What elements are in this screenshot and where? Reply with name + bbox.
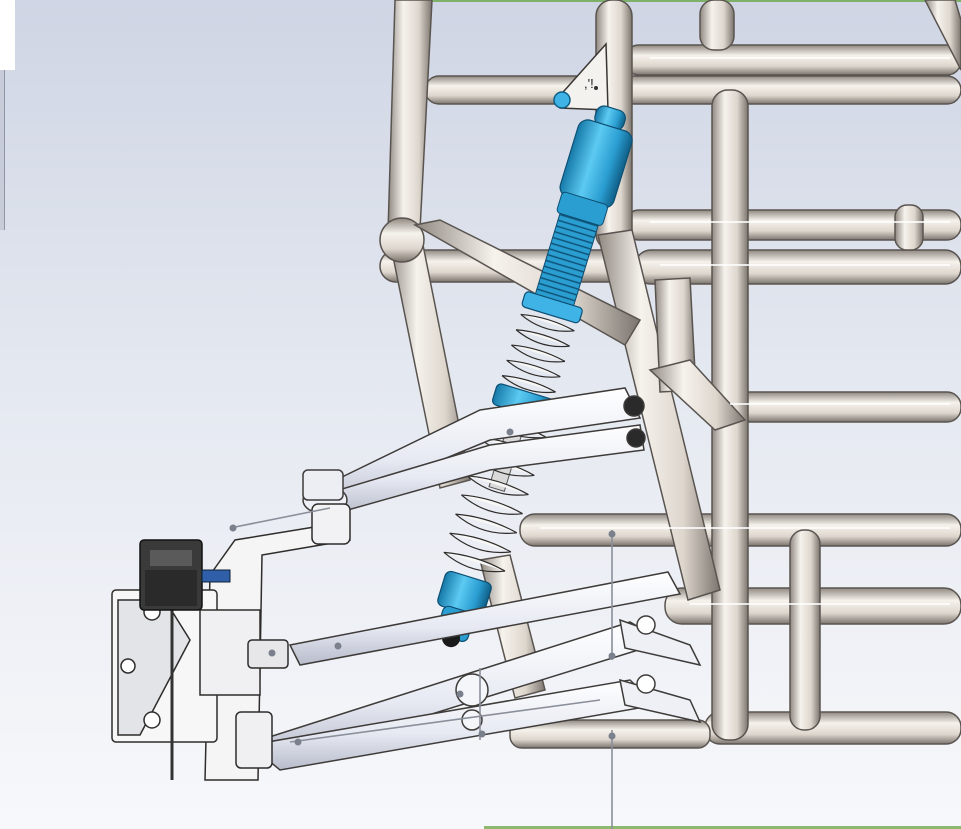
viewport-bottom-edge xyxy=(484,826,961,829)
bracket-label: ,'! xyxy=(584,76,594,91)
viewport-top-edge xyxy=(432,0,961,2)
side-panel-rail[interactable] xyxy=(0,70,5,230)
brake-caliper[interactable] xyxy=(139,539,231,611)
sketch-lines xyxy=(229,507,613,829)
wheel-hub[interactable] xyxy=(111,580,289,780)
sketch-points xyxy=(229,428,616,746)
lower-control-arm[interactable] xyxy=(248,571,702,771)
coil-spring xyxy=(501,313,575,394)
coilover-shock[interactable] xyxy=(418,99,644,656)
frame-highlights xyxy=(540,57,950,605)
frame-tubes xyxy=(379,0,961,749)
panel-tab[interactable] xyxy=(0,0,15,71)
